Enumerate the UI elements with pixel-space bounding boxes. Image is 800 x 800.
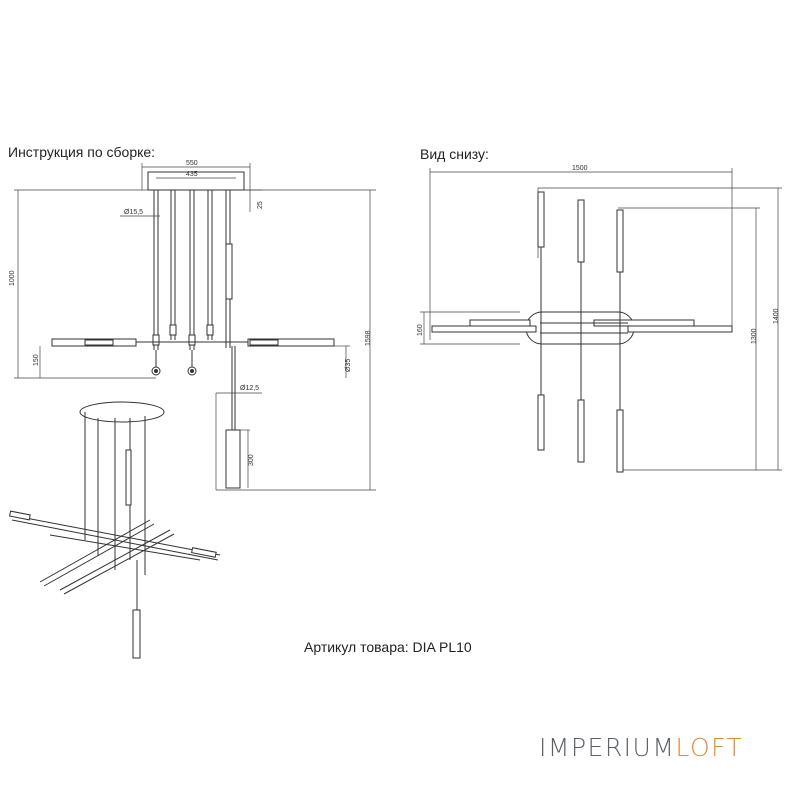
dim-435: 435 [186,171,198,178]
dim-160: 160 [417,324,424,336]
front-view: 550 435 25 Ø15,5 [9,160,376,491]
dim-150: 150 [33,354,40,366]
bottom-view: 1500 1400 1300 160 [417,165,782,473]
article-number: Артикул товара: DIA PL10 [304,639,472,655]
dim-1598: 1598 [365,330,372,346]
iso-pendant [132,609,141,659]
dim-550: 550 [186,160,198,167]
canopy [147,171,245,191]
dim-300: 300 [248,454,255,466]
dim-1000: 1000 [9,270,16,286]
lamp-left [431,325,537,333]
dim-25: 25 [257,201,264,209]
bottom-view-title: Вид снизу: [420,146,489,162]
dim-pendant-diameter: Ø12,5 [240,385,259,392]
iso-canopy [79,401,165,423]
isometric-view [9,401,221,659]
assembly-title: Инструкция по сборке: [8,144,156,160]
lamp-right [627,325,733,333]
dim-1300: 1300 [751,328,758,344]
brand-logo: IMPERIUMLOFT [539,733,744,762]
dim-1500: 1500 [572,165,588,172]
dim-1400: 1400 [773,308,780,324]
dim-35: Ø35 [345,359,352,372]
canopy-bottom [525,311,635,345]
dim-rod-diameter: Ø15,5 [124,209,143,216]
pendant-lamp [225,429,241,489]
